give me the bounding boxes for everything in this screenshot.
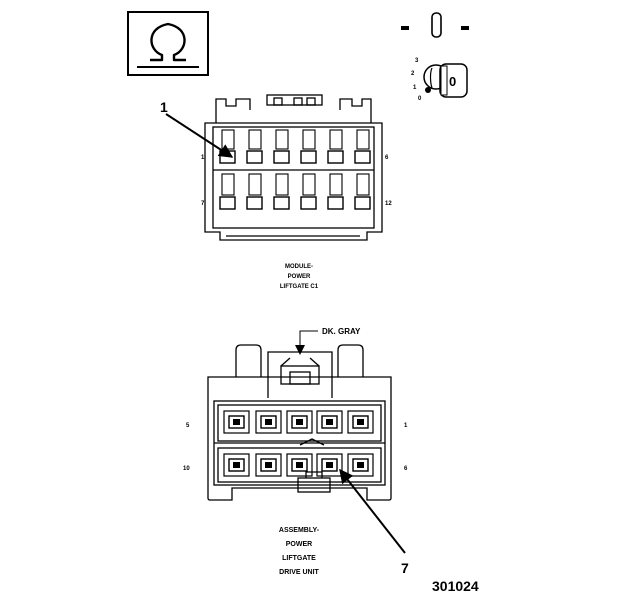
pin-cavity [223, 453, 250, 477]
connector-title-line: POWER [288, 274, 311, 280]
key-position-label: 1 [413, 85, 417, 91]
pin-number-label: 10 [183, 466, 190, 472]
pin-number-label: 6 [404, 466, 408, 472]
pin-number-label: 12 [385, 201, 392, 207]
wire-color-label: DK. GRAY [322, 327, 361, 336]
drive-unit-connector-title: ASSEMBLY- POWER LIFTGATE DRIVE UNIT [279, 527, 320, 576]
pin-cavity [273, 129, 290, 164]
pin-cavity [316, 410, 343, 434]
pin-cavity [223, 410, 250, 434]
pin-cavity [354, 129, 371, 164]
connector-title-line: POWER [286, 541, 312, 548]
callout-number: 1 [160, 99, 168, 115]
pin-cavity [286, 453, 313, 477]
pin-cavity [255, 453, 282, 477]
pin-cavity [354, 173, 371, 210]
pin-cavity [286, 410, 313, 434]
pin-cavity [327, 173, 344, 210]
pin-cavity [255, 410, 282, 434]
pin-cavity [273, 173, 290, 210]
callout-number: 7 [401, 560, 409, 576]
pin-cavity [246, 173, 263, 210]
connector-title-line: ASSEMBLY- [279, 527, 320, 534]
key-position-label: 3 [415, 58, 419, 64]
connector-title-line: DRIVE UNIT [279, 569, 319, 576]
key-face-label: 0 [449, 74, 456, 89]
pin-cavity [347, 453, 374, 477]
dk-gray-color-callout: DK. GRAY [295, 327, 361, 355]
callout-leader-line [165, 113, 234, 158]
ohm-icon [127, 11, 209, 76]
pin-cavity [219, 173, 236, 210]
connector-title-line: LIFTGATE C1 [280, 284, 319, 290]
pin-number-label: 7 [201, 201, 205, 207]
pin-cavity [300, 129, 317, 164]
pin-number-label: 5 [186, 423, 190, 429]
pin-number-label: 1 [201, 155, 205, 161]
pin-number-label: 6 [385, 155, 389, 161]
pin-cavity [219, 129, 236, 164]
key-position-label: 0 [418, 96, 422, 102]
callout-leader-line [339, 468, 406, 554]
pin-cavity [347, 410, 374, 434]
drive-unit-pin-cavities [223, 410, 374, 477]
pin-number-label: 1 [404, 423, 408, 429]
module-connector-title: MODULE- POWER LIFTGATE C1 [280, 264, 319, 290]
pin-cavity [327, 129, 344, 164]
pin-cavity [316, 453, 343, 477]
figure-id: 301024 [432, 578, 479, 594]
ignition-key-icon: 3 2 1 0 0 [401, 12, 469, 102]
pin-cavity [246, 129, 263, 164]
module-connector [204, 94, 383, 241]
pin-cavity [300, 173, 317, 210]
connector-title-line: MODULE- [285, 264, 313, 270]
drive-unit-connector [207, 344, 392, 501]
key-position-label: 2 [411, 71, 415, 77]
connector-title-line: LIFTGATE [282, 555, 316, 562]
